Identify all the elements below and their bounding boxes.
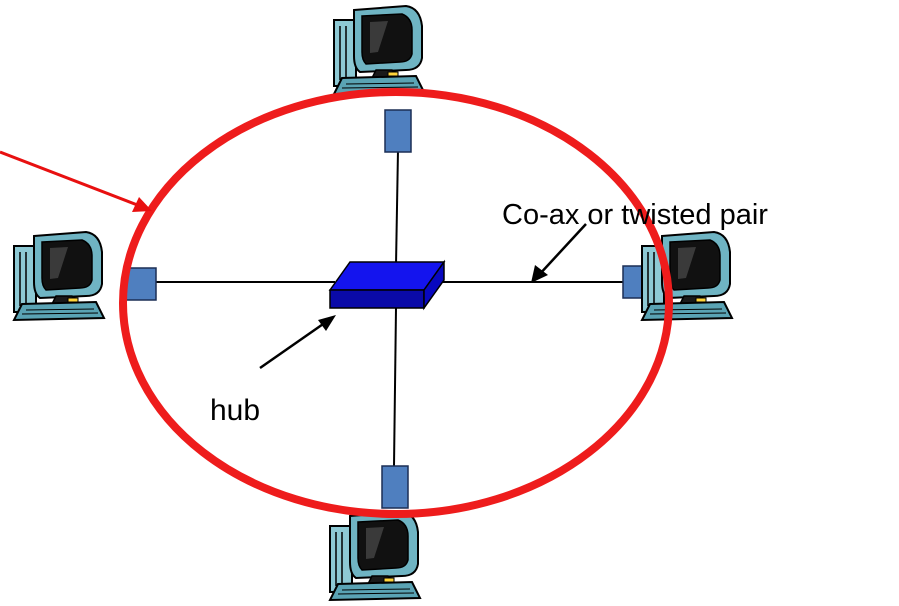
hub-label: hub <box>210 394 260 427</box>
connector-top <box>384 109 412 153</box>
hub-pointer-arrow <box>259 315 336 370</box>
highlight-ring <box>119 88 673 518</box>
connector-bottom <box>381 465 409 509</box>
cable-to-bottom <box>393 307 397 467</box>
hub-box-icon <box>328 259 446 311</box>
pointer-arrow <box>0 150 152 212</box>
desktop-computer-icon <box>329 511 421 601</box>
cable-pointer-arrow <box>531 223 587 283</box>
desktop-computer-icon <box>333 5 425 95</box>
cable-label: Co-ax or twisted pair <box>502 199 768 231</box>
cable-to-top <box>395 149 399 266</box>
desktop-computer-icon <box>13 231 105 321</box>
connector-left <box>125 267 157 301</box>
